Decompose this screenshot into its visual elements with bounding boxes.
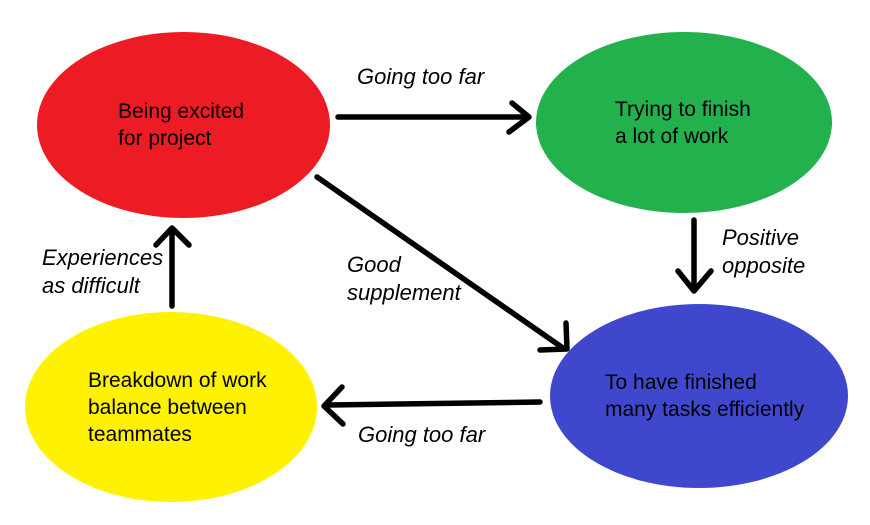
arrow-trying-to-finished [675,217,714,294]
node-text-line: To have finished [605,371,757,394]
edge-label-line: Going too far [357,64,485,89]
node-text-line: for project [118,127,212,150]
node-breakdown-of-work: Breakdown of work balance between teamma… [25,312,317,502]
edge-label-positive-opposite: Positive opposite [722,224,805,280]
arrow-excited-to-finished [314,174,570,353]
node-text-line: Being excited [118,100,245,123]
edge-label-line: Going too far [358,422,486,447]
node-text-line: teammates [88,422,192,446]
edge-label-line: supplement [347,280,461,305]
edge-label-line: opposite [722,253,806,278]
node-text-line: Trying to finish [615,97,751,121]
node-text-line: Breakdown of work [88,368,267,392]
node-text-line: many tasks efficiently [605,398,805,421]
edge-label-line: Good [347,252,401,277]
edge-label-good-supplement: Good supplement [347,251,461,307]
arrow-strokes [153,100,714,427]
edge-label-line: Positive [722,225,800,250]
edge-label-going-too-far-top: Going too far [357,63,484,91]
arrow-breakdown-to-excited [153,225,192,309]
node-text-line: a lot of work [615,124,729,148]
node-finished-many-tasks: To have finished many tasks efficiently [550,304,848,488]
node-being-excited: Being excited for project [37,32,330,218]
edge-label-experiences-as-difficult: Experiences as difficult [42,244,163,300]
edge-label-going-too-far-bottom: Going too far [358,421,485,449]
arrow-finished-to-breakdown [321,384,543,427]
edge-label-line: Experiences [42,245,164,270]
arrow-excited-to-trying [335,100,532,135]
node-trying-to-finish: Trying to finish a lot of work [536,32,832,213]
node-text-line: balance between [88,395,247,419]
edge-label-line: as difficult [42,273,140,298]
